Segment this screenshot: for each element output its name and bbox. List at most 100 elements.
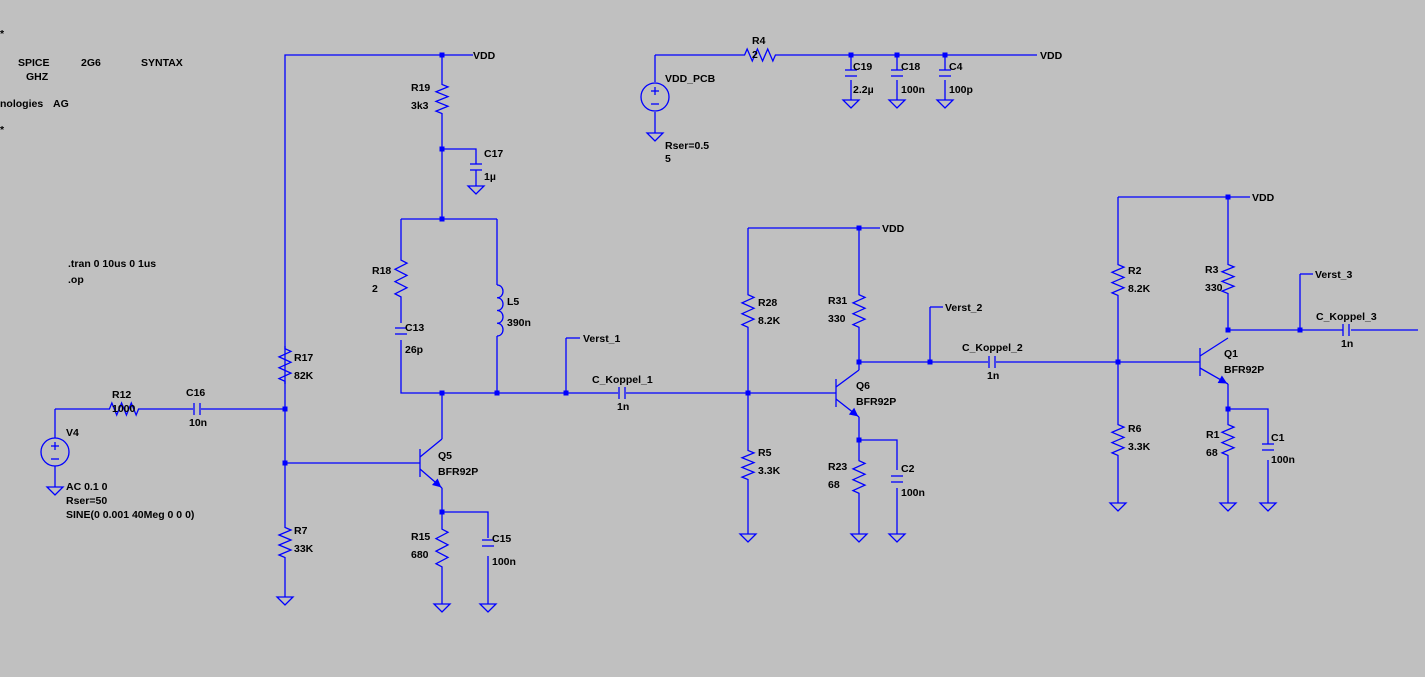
resistor-value: 8.2K [758, 315, 781, 327]
wire-segment [859, 439, 898, 470]
resistor-r4: R42 [742, 35, 778, 63]
net-label-verst-2: Verst_2 [945, 302, 983, 314]
capacitor-value: 10n [189, 417, 207, 429]
capacitor-value: 100p [949, 84, 973, 96]
ground-symbol [738, 533, 758, 543]
resistor-ref: R23 [828, 461, 847, 473]
resistor-value: 2 [752, 49, 758, 61]
resistor-ref: R17 [294, 352, 313, 364]
transistor-ref: Q1 [1224, 348, 1238, 360]
inductor-value: 390n [507, 317, 531, 329]
capacitor-ref: C_Koppel_3 [1316, 311, 1377, 323]
wire-layer [54, 52, 1418, 604]
capacitor-value: 1n [987, 370, 999, 382]
inductor-ref: L5 [507, 296, 519, 308]
junction-dot [745, 390, 751, 396]
resistor-ref: R31 [828, 295, 847, 307]
ground-symbol [887, 533, 907, 543]
wire-segment [442, 511, 489, 538]
ground-symbol [1108, 502, 1128, 512]
junction-dot [439, 509, 445, 515]
header-comment: nologies [0, 98, 43, 110]
resistor-value: 8.2K [1128, 283, 1151, 295]
capacitor-ref: C13 [405, 322, 424, 334]
capacitor-value: 1n [1341, 338, 1353, 350]
resistor-value: 3.3K [1128, 441, 1151, 453]
resistor-value: 68 [1206, 447, 1218, 459]
resistor-ref: R12 [112, 389, 131, 401]
ground-symbol [45, 486, 65, 496]
resistor-value: 68 [828, 479, 840, 491]
resistor-ref: R3 [1205, 264, 1219, 276]
capacitor-ref: C15 [492, 533, 511, 545]
capacitor-value: 100n [492, 556, 516, 568]
header-comment: 2G6 [81, 57, 101, 69]
capacitor-value: 1µ [484, 171, 496, 183]
resistor-ref: R4 [752, 35, 766, 47]
ground-symbol [849, 533, 869, 543]
capacitor-c19: C19 2.2µ [845, 61, 874, 96]
junction-dot [563, 390, 569, 396]
wire-segment [400, 340, 566, 394]
capacitor-c1: C1 100n [1262, 432, 1295, 466]
net-label-vdd: VDD [1252, 192, 1275, 204]
net-label-verst-1: Verst_1 [583, 333, 621, 345]
transistor-ref: Q6 [856, 380, 870, 392]
junction-dot [494, 390, 500, 396]
resistor-value: 33K [294, 543, 314, 555]
junction-dot [942, 52, 948, 58]
capacitor-ref: C18 [901, 61, 920, 73]
source-ref: V4 [66, 427, 79, 439]
resistor-r5: R53.3K [740, 447, 781, 482]
transistor-model: BFR92P [856, 396, 896, 408]
capacitor-c-koppel-1: C_Koppel_11n [592, 374, 653, 413]
ground-symbol [275, 596, 295, 606]
capacitor-value: 2.2µ [853, 84, 874, 96]
junction-dot [439, 146, 445, 152]
junction-dot [1297, 327, 1303, 333]
capacitor-ref: C2 [901, 463, 915, 475]
source-parameter: Rser=50 [66, 495, 107, 507]
wire-segment [442, 148, 477, 164]
resistor-ref: R15 [411, 531, 430, 543]
capacitor-ref: C19 [853, 61, 872, 73]
ground-symbol [841, 99, 861, 109]
capacitor-c15: C15 100n [482, 533, 516, 568]
capacitor-c-koppel-2: C_Koppel_21n [962, 342, 1023, 382]
net-label-vdd: VDD [1040, 50, 1063, 62]
junction-dot [1225, 406, 1231, 412]
ground-symbol [432, 603, 452, 613]
resistor-ref: R18 [372, 265, 391, 277]
resistor-value: 3.3K [758, 465, 781, 477]
capacitor-ref: C1 [1271, 432, 1285, 444]
header-comment: * [0, 124, 5, 136]
capacitor-value: 1n [617, 401, 629, 413]
junction-dot [439, 52, 445, 58]
resistor-value: 1000 [112, 403, 136, 415]
spice-directive: .op [68, 274, 84, 286]
source-ref: VDD_PCB [665, 73, 716, 85]
ground-symbol [466, 185, 486, 195]
source-parameter: Rser=0.5 [665, 140, 709, 152]
net-label-vdd: VDD [882, 223, 905, 235]
junction-dot [856, 225, 862, 231]
capacitor-value: 100n [901, 84, 925, 96]
capacitor-value: 100n [1271, 454, 1295, 466]
junction-dot [894, 52, 900, 58]
header-comment: AG [53, 98, 69, 110]
junction-dot [856, 359, 862, 365]
resistor-value: 3k3 [411, 100, 429, 112]
